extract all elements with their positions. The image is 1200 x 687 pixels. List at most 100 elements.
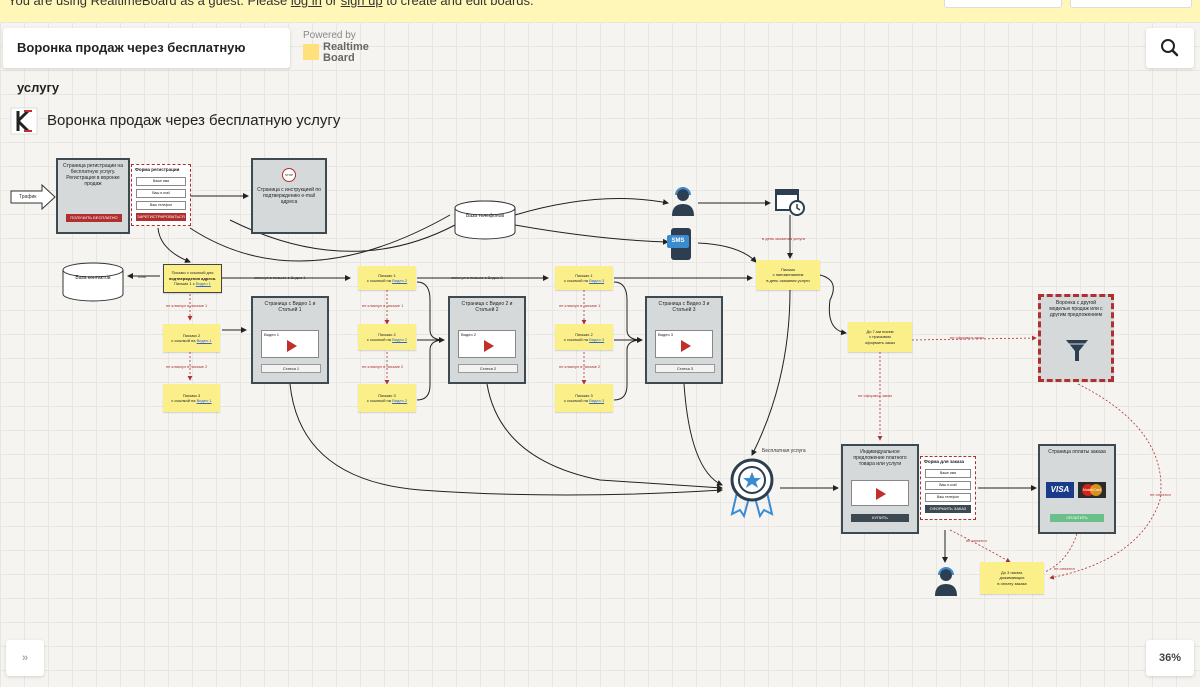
- order-phone-field[interactable]: Ваш телефон: [925, 493, 971, 502]
- confirm-letter-note[interactable]: Письмо с ссылкой для подтверждения адрес…: [163, 264, 222, 293]
- note-line: Письмо 2: [182, 332, 201, 338]
- note-text: с ссылкой на: [171, 338, 196, 343]
- article-block[interactable]: Статья 2: [458, 364, 518, 373]
- zoom-level[interactable]: 36%: [1146, 640, 1194, 676]
- order-form[interactable]: Форма для заказа Ваше имя Ваш e-mail Ваш…: [920, 456, 976, 520]
- video-page-2[interactable]: Страница с Видео 2 и Статьей 2 Видео 2 С…: [448, 296, 526, 384]
- note-text: Письмо 1 с: [174, 281, 195, 287]
- note-line: Письмо: [780, 266, 796, 272]
- not-paid-label: не оплатил: [1054, 566, 1075, 571]
- contacts-database[interactable]: База контактов: [62, 262, 124, 302]
- letter-note[interactable]: Письмо 3 с ссылкой на Видео 2: [358, 384, 416, 412]
- reg-email-field[interactable]: Ваш e-mail: [136, 189, 186, 198]
- realtimeboard-logo[interactable]: [303, 44, 319, 60]
- letter-note[interactable]: Письмо 2 с ссылкой на Видео 1: [163, 324, 220, 352]
- company-logo-icon: [10, 107, 38, 135]
- article-block[interactable]: Статья 3: [655, 364, 715, 373]
- video-page-1[interactable]: Страница с Видео 1 и Статьей 1 Видео 1 С…: [251, 296, 329, 384]
- database-icon: [454, 200, 516, 240]
- note-line: Письмо 2: [575, 331, 593, 337]
- video-player[interactable]: [851, 480, 909, 506]
- registration-page[interactable]: Страница регистрации на бесплатную услуг…: [56, 158, 130, 234]
- registration-form-title: Форма регистрации: [135, 167, 180, 172]
- get-free-button[interactable]: ПОЛУЧИТЬ БЕСПЛАТНО: [66, 214, 122, 222]
- expand-panel-button[interactable]: »: [6, 640, 44, 676]
- order-email-field[interactable]: Ваш e-mail: [925, 481, 971, 490]
- play-icon: [681, 340, 691, 352]
- article-block[interactable]: Статья 1: [261, 364, 321, 373]
- board-name[interactable]: Воронка продаж через бесплатную услугу: [3, 28, 290, 95]
- note-line: с ссылкой на Видео 3: [564, 398, 604, 404]
- visa-icon: VISA: [1046, 482, 1074, 498]
- confirmation-page[interactable]: STOP Страница с инструкцией по подтвержд…: [251, 158, 327, 234]
- note-link[interactable]: Видео 3: [589, 278, 605, 283]
- order-name-field[interactable]: Ваше имя: [925, 469, 971, 478]
- search-button[interactable]: [1146, 28, 1194, 68]
- note-line: До 7-ми писем: [866, 328, 894, 334]
- expand-icon: »: [21, 652, 29, 664]
- letter-note[interactable]: Письмо 1 с ссылкой на Видео 3: [555, 266, 613, 290]
- note-link[interactable]: Видео 2: [392, 398, 408, 403]
- banner-button-left[interactable]: [944, 0, 1062, 8]
- note-link[interactable]: Видео 1: [196, 398, 212, 403]
- payment-page[interactable]: Страница оплаты заказа VISA MasterCard О…: [1038, 444, 1116, 534]
- service-day-label: в день оказания услуги: [762, 236, 806, 241]
- banner-button-right[interactable]: [1070, 0, 1192, 8]
- note-link[interactable]: Видео 2: [392, 337, 408, 342]
- video-page-title: Страница с Видео 1 и Статьей 1: [264, 301, 316, 313]
- letter-note[interactable]: Письмо 2 с ссылкой на Видео 2: [358, 324, 416, 350]
- signup-link[interactable]: sign up: [340, 0, 383, 8]
- reminder-note[interactable]: Письмо с напоминанием в день оказания ус…: [756, 260, 820, 290]
- pay-button[interactable]: ОПЛАТИТЬ: [1050, 514, 1104, 522]
- letter-note[interactable]: Письмо 1 с ссылкой на Видео 2: [358, 266, 416, 290]
- video-label: Видео 3: [658, 332, 674, 337]
- note-text: с ссылкой на: [563, 337, 588, 342]
- note-line: Письмо 3: [182, 392, 201, 398]
- place-order-button[interactable]: ОФОРМИТЬ ЗАКАЗ: [925, 505, 971, 513]
- buy-button[interactable]: КУПИТЬ: [851, 514, 909, 522]
- reg-phone-field[interactable]: Ваш телефон: [136, 201, 186, 210]
- note-line: оформить заказ: [865, 339, 895, 345]
- offer-letters-note[interactable]: До 7-ми писем с призывом оформить заказ: [848, 322, 912, 352]
- reg-name-field[interactable]: Ваше имя: [136, 177, 186, 186]
- video-player[interactable]: Видео 2: [458, 330, 516, 358]
- note-text: с ссылкой на: [171, 398, 196, 403]
- registration-form[interactable]: Форма регистрации Ваше имя Ваш e-mail Ва…: [131, 164, 191, 226]
- note-line: Письмо 1 с Видео 1: [174, 281, 211, 287]
- other-funnel-title: Воронка с другой моделью продаж или с др…: [1049, 300, 1103, 318]
- letter-note[interactable]: Письмо 2 с ссылкой на Видео 3: [555, 324, 613, 350]
- video-page-3[interactable]: Страница с Видео 3 и Статьей 3 Видео 3 С…: [645, 296, 723, 384]
- stop-badge-icon: STOP: [282, 168, 296, 182]
- payment-letters-note[interactable]: До 3 писем, дожимающих в оплату заказа: [980, 562, 1044, 594]
- register-button[interactable]: ЗАРЕГИСТРИРОВАТЬСЯ: [136, 213, 186, 221]
- note-line: с ссылкой на Видео 2: [367, 398, 407, 404]
- note-line: с напоминанием: [772, 272, 804, 278]
- traffic-label: Трафик: [19, 194, 37, 200]
- phones-database[interactable]: База телефонов: [454, 200, 516, 240]
- other-funnel-box[interactable]: Воронка с другой моделью продаж или с др…: [1038, 294, 1114, 382]
- note-link[interactable]: Видео 1: [195, 281, 211, 287]
- note-link[interactable]: Видео 1: [196, 338, 212, 343]
- not-ordered-label: не оформил заказ: [950, 335, 984, 340]
- note-line: с призывом: [869, 334, 891, 340]
- video-page-title: Страница с Видео 3 и Статьей 3: [658, 301, 710, 313]
- note-link[interactable]: Видео 2: [392, 278, 408, 283]
- powered-by-label: Powered by: [303, 30, 356, 41]
- video-player[interactable]: Видео 1: [261, 330, 319, 358]
- play-icon: [484, 340, 494, 352]
- registration-page-title: Страница регистрации на бесплатную услуг…: [63, 163, 123, 187]
- letter-note[interactable]: Письмо 3 с ссылкой на Видео 1: [163, 384, 220, 412]
- login-link[interactable]: log in: [290, 0, 322, 8]
- note-link[interactable]: Видео 3: [589, 398, 605, 403]
- confirmation-page-title: Страница с инструкцией по подтверждению …: [257, 187, 321, 205]
- product-offer-page[interactable]: Индивидуальное предложение платного това…: [841, 444, 919, 534]
- video-player[interactable]: Видео 3: [655, 330, 713, 358]
- clicked-video2-label: кликнул в письме с Видео 2: [451, 275, 503, 280]
- note-line: Письмо с ссылкой для: [171, 270, 214, 276]
- banner-text-after: to create and edit boards.: [382, 0, 534, 8]
- note-link[interactable]: Видео 3: [589, 337, 605, 342]
- brand-line1: Realtime: [323, 41, 369, 53]
- video-label: Видео 2: [461, 332, 477, 337]
- letter-note[interactable]: Письмо 3 с ссылкой на Видео 3: [555, 384, 613, 412]
